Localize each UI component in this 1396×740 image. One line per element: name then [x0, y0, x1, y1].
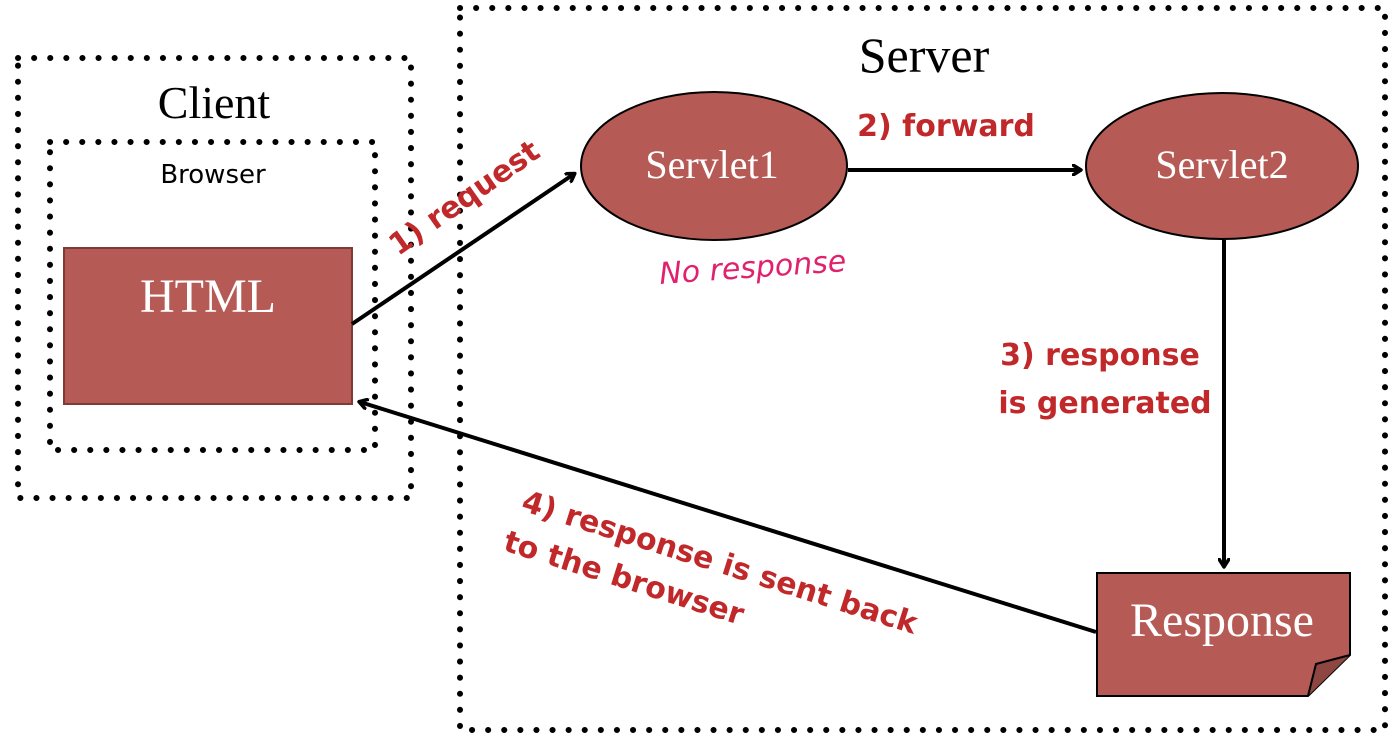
- html-node-label: HTML: [140, 270, 276, 323]
- servlet1-node: [580, 91, 848, 241]
- forward-label: 2) forward: [857, 109, 1035, 144]
- client-boundary: [15, 55, 414, 501]
- browser-boundary: [47, 139, 378, 453]
- servlet2-label: Servlet2: [1155, 142, 1288, 187]
- response-node-label: Response: [1130, 594, 1314, 647]
- response-page-fold: [1307, 654, 1351, 697]
- servlet1-label: Servlet1: [645, 142, 778, 187]
- client-label: Client: [158, 77, 271, 128]
- request-label: 1) request: [383, 134, 547, 263]
- sent-back-arrow: [360, 402, 1097, 634]
- generated-label-line1: 3) response: [1000, 338, 1200, 373]
- server-label: Server: [859, 27, 990, 83]
- browser-label: Browser: [160, 160, 266, 190]
- servlet2-node: [1085, 92, 1359, 240]
- request-arrow: [350, 174, 574, 326]
- html-node: [63, 247, 353, 405]
- handwritten-no-response-note: No response: [658, 244, 847, 292]
- server-boundary: [457, 5, 1388, 733]
- generated-label-line2: is generated: [998, 386, 1211, 421]
